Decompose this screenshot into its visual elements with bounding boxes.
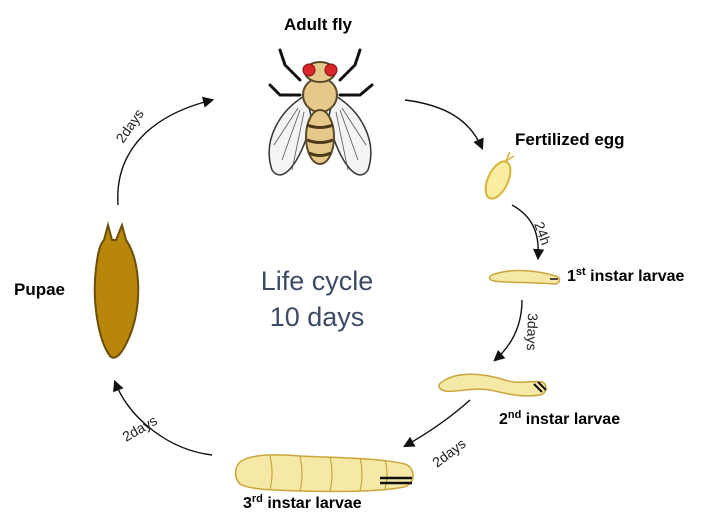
arrow-l1-to-l2 <box>495 300 522 360</box>
third-instar-label: 3rd instar larvae <box>243 493 362 512</box>
adult-fly-label: Adult fly <box>284 15 353 34</box>
duration-l2-to-l3: 2days <box>429 435 468 470</box>
duration-l1-to-l2: 3days <box>524 313 541 351</box>
third-instar-larva-icon <box>236 455 414 492</box>
pupae-label: Pupae <box>14 280 65 299</box>
duration-pupae-to-adult: 2days <box>112 106 147 146</box>
arrow-l3-to-pupae <box>115 382 212 455</box>
center-subtitle: 10 days <box>270 302 365 332</box>
center-title: Life cycle <box>261 266 374 296</box>
duration-l3-to-pupae: 2days <box>120 412 160 445</box>
first-instar-label: 1st instar larvae <box>567 266 685 285</box>
second-instar-label: 2nd instar larvae <box>499 409 620 428</box>
first-instar-larva-icon <box>490 271 560 284</box>
fertilized-egg-icon <box>480 152 515 202</box>
pupa-icon <box>95 225 138 358</box>
duration-egg-to-l1: 24h <box>531 220 554 247</box>
fertilized-egg-label: Fertilized egg <box>515 130 625 149</box>
arrow-adult-to-egg <box>405 100 482 148</box>
second-instar-larva-icon <box>439 374 546 396</box>
adult-fly-icon <box>269 50 372 175</box>
